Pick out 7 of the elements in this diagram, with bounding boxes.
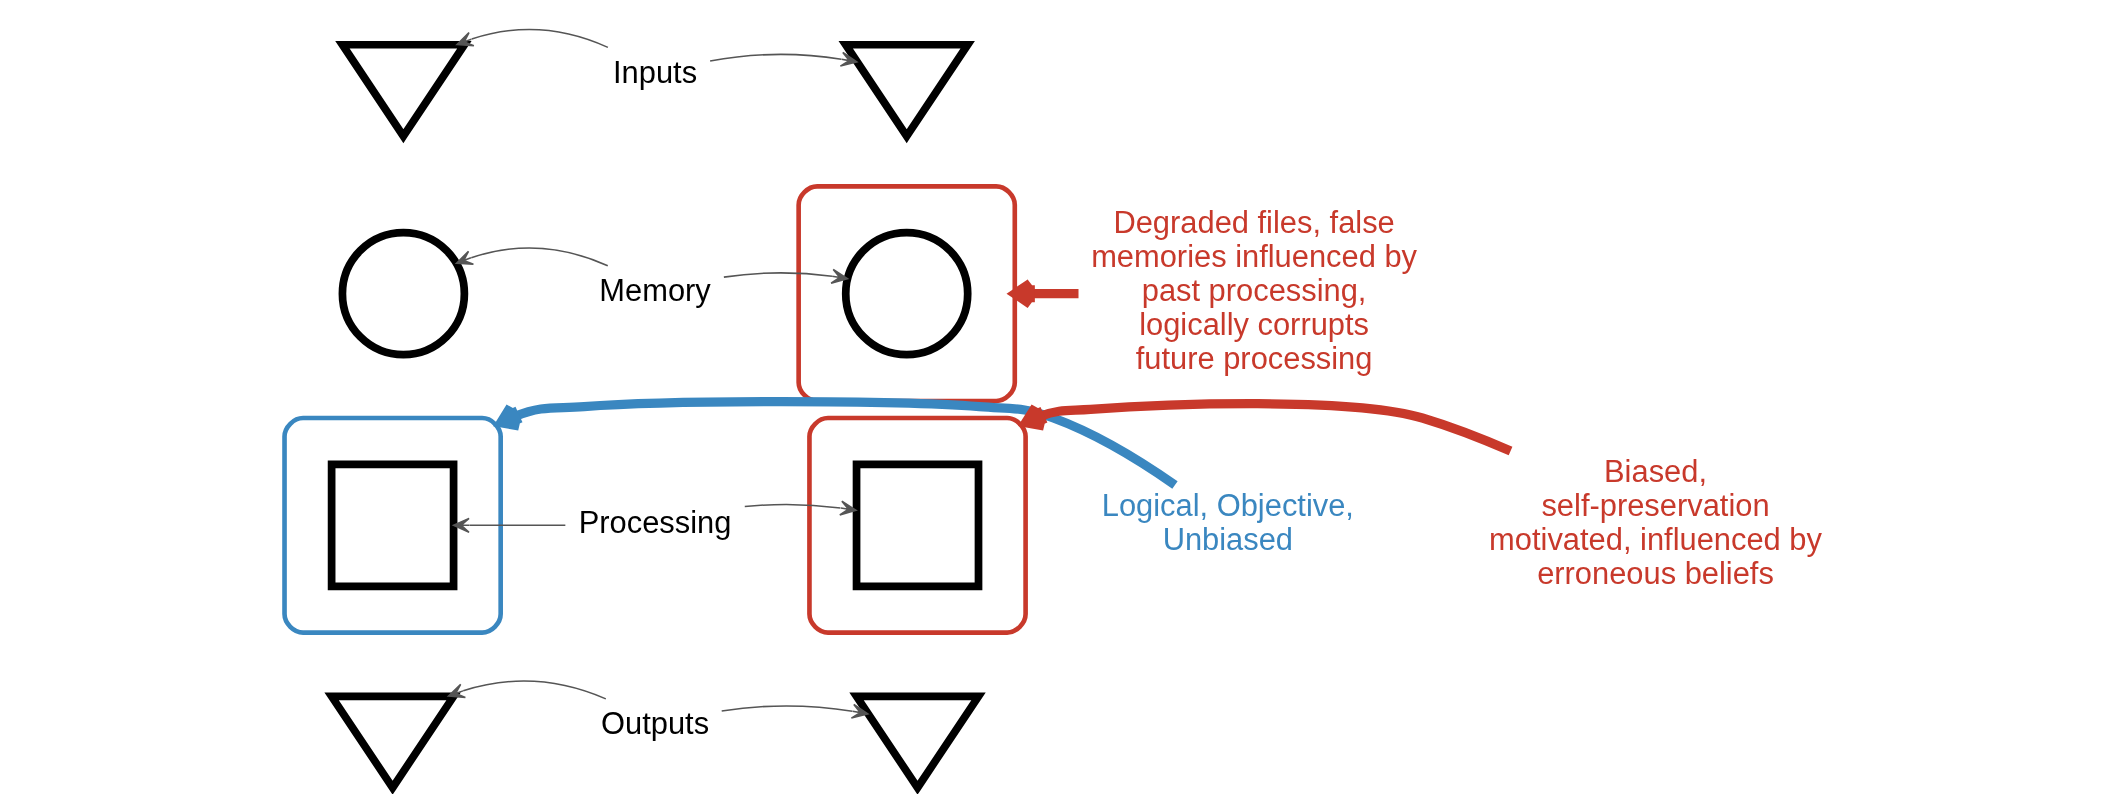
node-text: Logical, Objective, Unbiased xyxy=(1101,488,1354,557)
node-text: Degraded files, false memories influenced by past processing, logically corrupts future processing xyxy=(1090,205,1417,377)
node-text: Memory xyxy=(598,273,711,309)
node-text: Outputs xyxy=(600,706,709,742)
node-text: Biased, self-preservation motivated, influenced by erroneous beliefs xyxy=(1488,454,1822,591)
node-text: Inputs xyxy=(612,54,697,90)
node-text: Processing xyxy=(578,505,731,540)
